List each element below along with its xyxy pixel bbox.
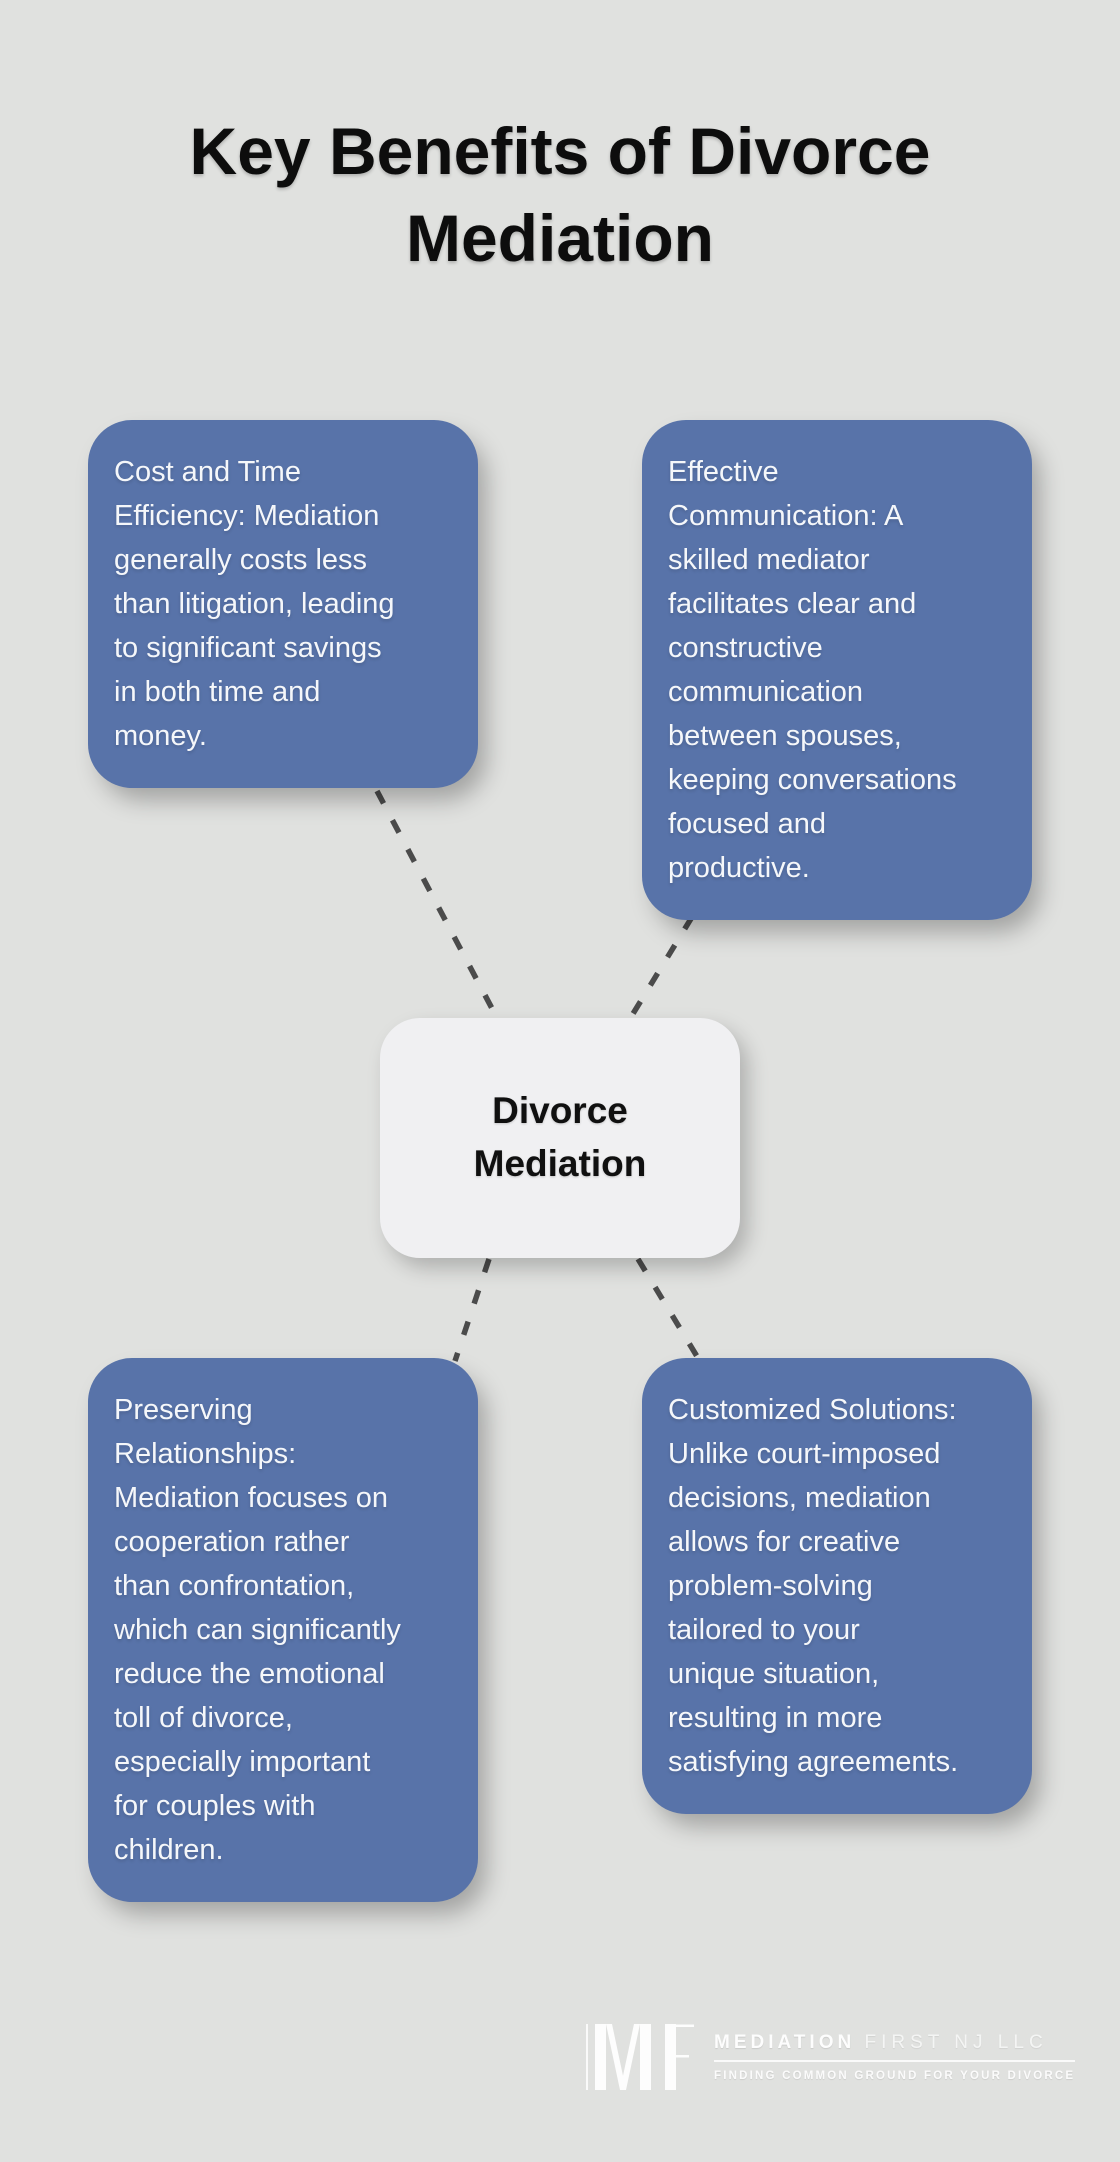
benefit-card-text: Cost and Time Efficiency: Mediation gene… xyxy=(114,456,395,752)
benefit-card-preserving-relationships: Preserving Relationships: Mediation focu… xyxy=(88,1358,478,1902)
logo-name: MEDIATION FIRST NJ LLC xyxy=(714,2032,1075,2054)
benefit-card-effective-communication: Effective Communication: A skilled media… xyxy=(642,420,1032,920)
connector-line-top-right xyxy=(628,915,695,1019)
benefit-card-customized-solutions: Customized Solutions: Unlike court-impos… xyxy=(642,1358,1032,1814)
center-node-divorce-mediation: Divorce Mediation xyxy=(380,1018,740,1258)
benefit-card-cost-and-time-efficiency: Cost and Time Efficiency: Mediation gene… xyxy=(88,420,478,788)
benefit-card-text: Preserving Relationships: Mediation focu… xyxy=(114,1394,401,1866)
page-title: Key Benefits of Divorce Mediation xyxy=(189,114,931,276)
mf-monogram-icon xyxy=(586,2024,694,2090)
logo-divider xyxy=(714,2060,1076,2062)
connector-line-bottom-left xyxy=(452,1258,492,1362)
logo-name-bold: MEDIATION xyxy=(714,2032,856,2053)
benefit-card-text: Effective Communication: A skilled media… xyxy=(668,456,957,884)
logo-text-block: MEDIATION FIRST NJ LLC FINDING COMMON GR… xyxy=(714,2032,1076,2082)
logo-name-light: FIRST NJ LLC xyxy=(864,2032,1048,2053)
connector-line-top-left xyxy=(374,789,499,1018)
center-node-label: Divorce Mediation xyxy=(473,1090,647,1184)
benefit-card-text: Customized Solutions: Unlike court-impos… xyxy=(668,1394,959,1778)
logo-tagline: FINDING COMMON GROUND FOR YOUR DIVORCE xyxy=(714,2070,1076,2082)
brand-logo: MEDIATION FIRST NJ LLC FINDING COMMON GR… xyxy=(586,2024,1076,2090)
connector-line-bottom-right xyxy=(635,1257,701,1360)
